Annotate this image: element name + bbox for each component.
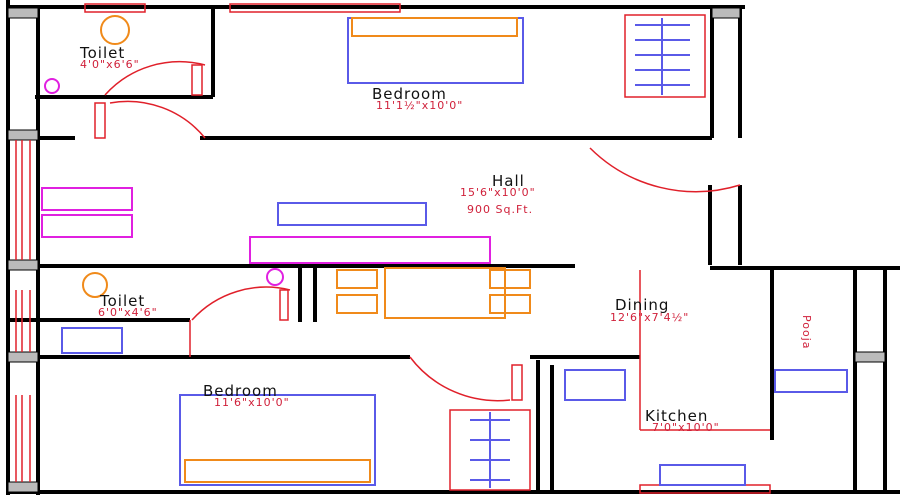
room-size-bedroom-bottom: 11'6"x10'0": [214, 396, 290, 409]
chair: [41, 187, 133, 211]
sink: [659, 464, 746, 486]
room-size-toilet-bottom: 6'0"x4'6": [98, 306, 158, 319]
room-name-pooja: Pooja: [800, 315, 813, 350]
toilet-seat: [100, 15, 130, 45]
basin-fixture: [44, 78, 60, 94]
room-name-bedroom-top: Bedroom: [372, 85, 447, 103]
walls: [6, 0, 900, 495]
room-name-toilet-top: Toilet: [79, 44, 125, 62]
chair: [41, 214, 133, 238]
room-labels: Toilet 4'0"x6'6" Bedroom 11'1½"x10'0" Ha…: [79, 44, 813, 434]
room-name-toilet-bottom: Toilet: [99, 292, 145, 310]
room-size-hall: 15'6"x10'0": [460, 186, 536, 199]
room-name-bedroom-bottom: Bedroom: [203, 382, 278, 400]
wardrobe-top: [624, 14, 706, 98]
room-size-toilet-top: 4'0"x6'6": [80, 58, 140, 71]
windows-doors: [15, 3, 771, 494]
sofa: [249, 236, 491, 264]
shelf: [774, 369, 848, 393]
stove: [564, 369, 626, 401]
wardrobe-bottom: [449, 409, 531, 491]
total-area: 900 Sq.Ft.: [467, 203, 533, 216]
bed-top: [347, 17, 524, 84]
room-size-dining: 12'6"x7'4½": [610, 311, 689, 324]
washbasin: [61, 327, 123, 354]
tv-unit: [277, 202, 427, 226]
bed-bottom: [179, 394, 376, 486]
toilet-seat: [82, 272, 108, 298]
room-size-bedroom-top: 11'1½"x10'0": [376, 99, 463, 112]
basin-fixture: [266, 268, 284, 286]
room-name-dining: Dining: [615, 296, 669, 314]
dining-table: [384, 267, 506, 319]
room-name-hall: Hall: [492, 172, 525, 190]
room-size-kitchen: 7'0"x10'0": [652, 421, 720, 434]
furniture: [41, 14, 848, 491]
room-name-kitchen: Kitchen: [645, 407, 708, 425]
